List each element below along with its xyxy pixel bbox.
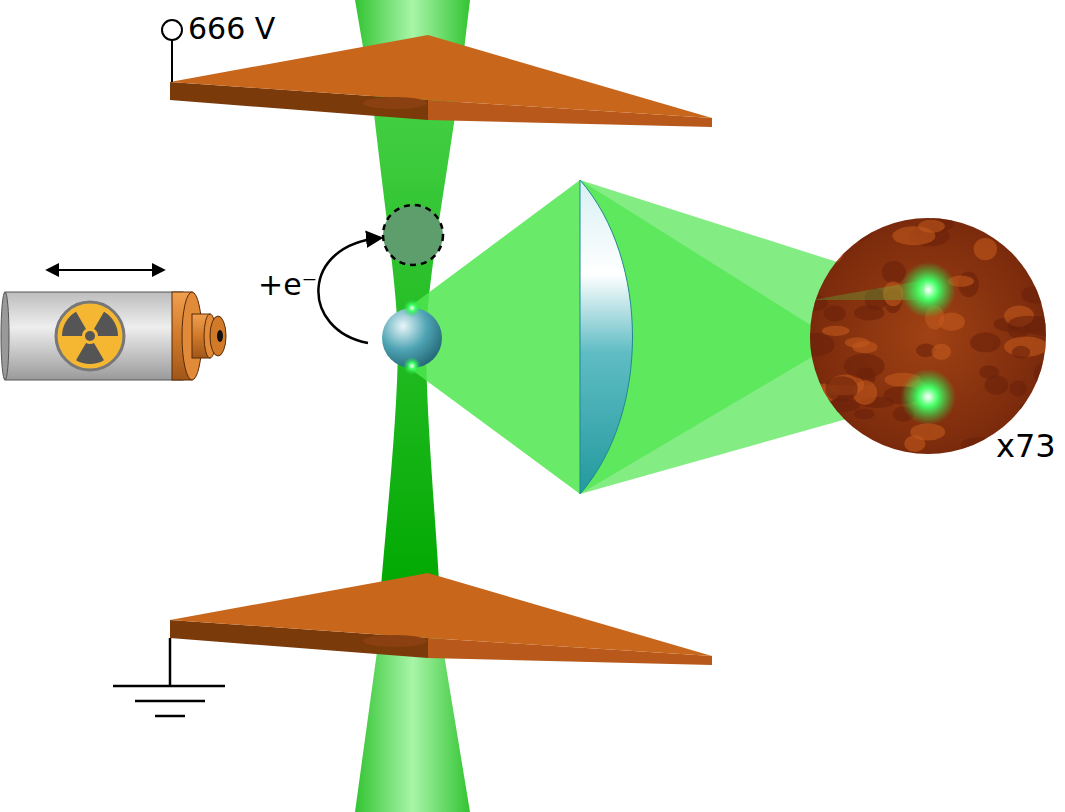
trefoil-blade: [62, 312, 86, 336]
image-noise: [961, 437, 994, 452]
laser-beam: [355, 0, 470, 812]
image-noise: [824, 305, 846, 321]
image-noise: [1019, 402, 1047, 413]
image-noise: [970, 333, 1001, 353]
image-noise: [932, 344, 951, 360]
magnification-label: x73: [996, 428, 1056, 465]
charge-label: +e⁻: [258, 268, 317, 303]
particle: [382, 205, 443, 375]
image-noise: [795, 294, 827, 311]
ground-symbol: [113, 638, 225, 716]
image-noise: [825, 376, 857, 401]
image-noise: [1034, 363, 1054, 384]
charge-arrow: [318, 238, 380, 343]
image-noise: [844, 354, 885, 379]
image-noise: [910, 423, 945, 440]
image-noise: [817, 239, 844, 264]
camera-image: [795, 213, 1064, 454]
trefoil-blade: [76, 343, 104, 364]
image-noise: [1008, 316, 1048, 333]
image-noise: [985, 375, 1009, 394]
image-noise: [974, 238, 998, 260]
top-electrode: [170, 35, 712, 127]
voltage-terminal: [162, 20, 182, 82]
image-noise: [1012, 346, 1030, 359]
image-noise: [830, 217, 872, 243]
voltage-label: 666 V: [188, 12, 275, 47]
radioactive-source: [1, 292, 226, 380]
motion-arrow: [48, 270, 163, 271]
image-noise: [822, 326, 850, 336]
image-noise: [1021, 286, 1049, 304]
image-noise: [832, 213, 865, 224]
image-noise: [845, 337, 870, 347]
lens: [580, 180, 633, 494]
bottom-electrode: [170, 573, 712, 665]
image-noise: [918, 220, 945, 233]
image-noise: [819, 227, 840, 242]
image-noise: [818, 219, 846, 240]
image-noise: [854, 409, 875, 420]
trefoil-blade: [94, 312, 118, 336]
image-noise: [795, 333, 834, 356]
image-noise: [1010, 380, 1027, 396]
